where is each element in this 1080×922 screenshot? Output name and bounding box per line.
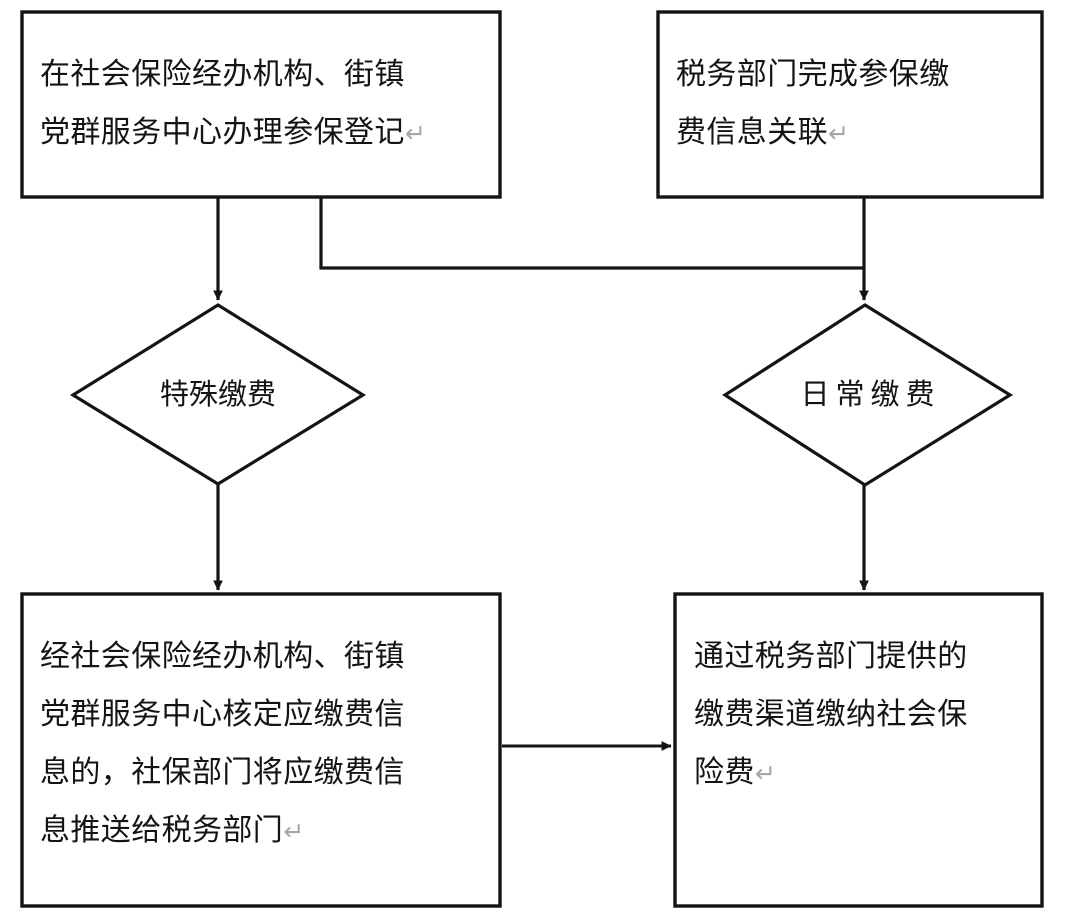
edge-register-to-daily [319,197,864,270]
node-push-info-shape[interactable] [20,592,502,908]
node-special-payment-shape[interactable] [69,303,367,486]
node-tax-link-shape[interactable] [656,10,1044,199]
node-pay-channel-shape[interactable] [673,592,1044,908]
node-register-shape[interactable] [20,10,502,199]
node-daily-payment-shape[interactable] [722,303,1014,487]
